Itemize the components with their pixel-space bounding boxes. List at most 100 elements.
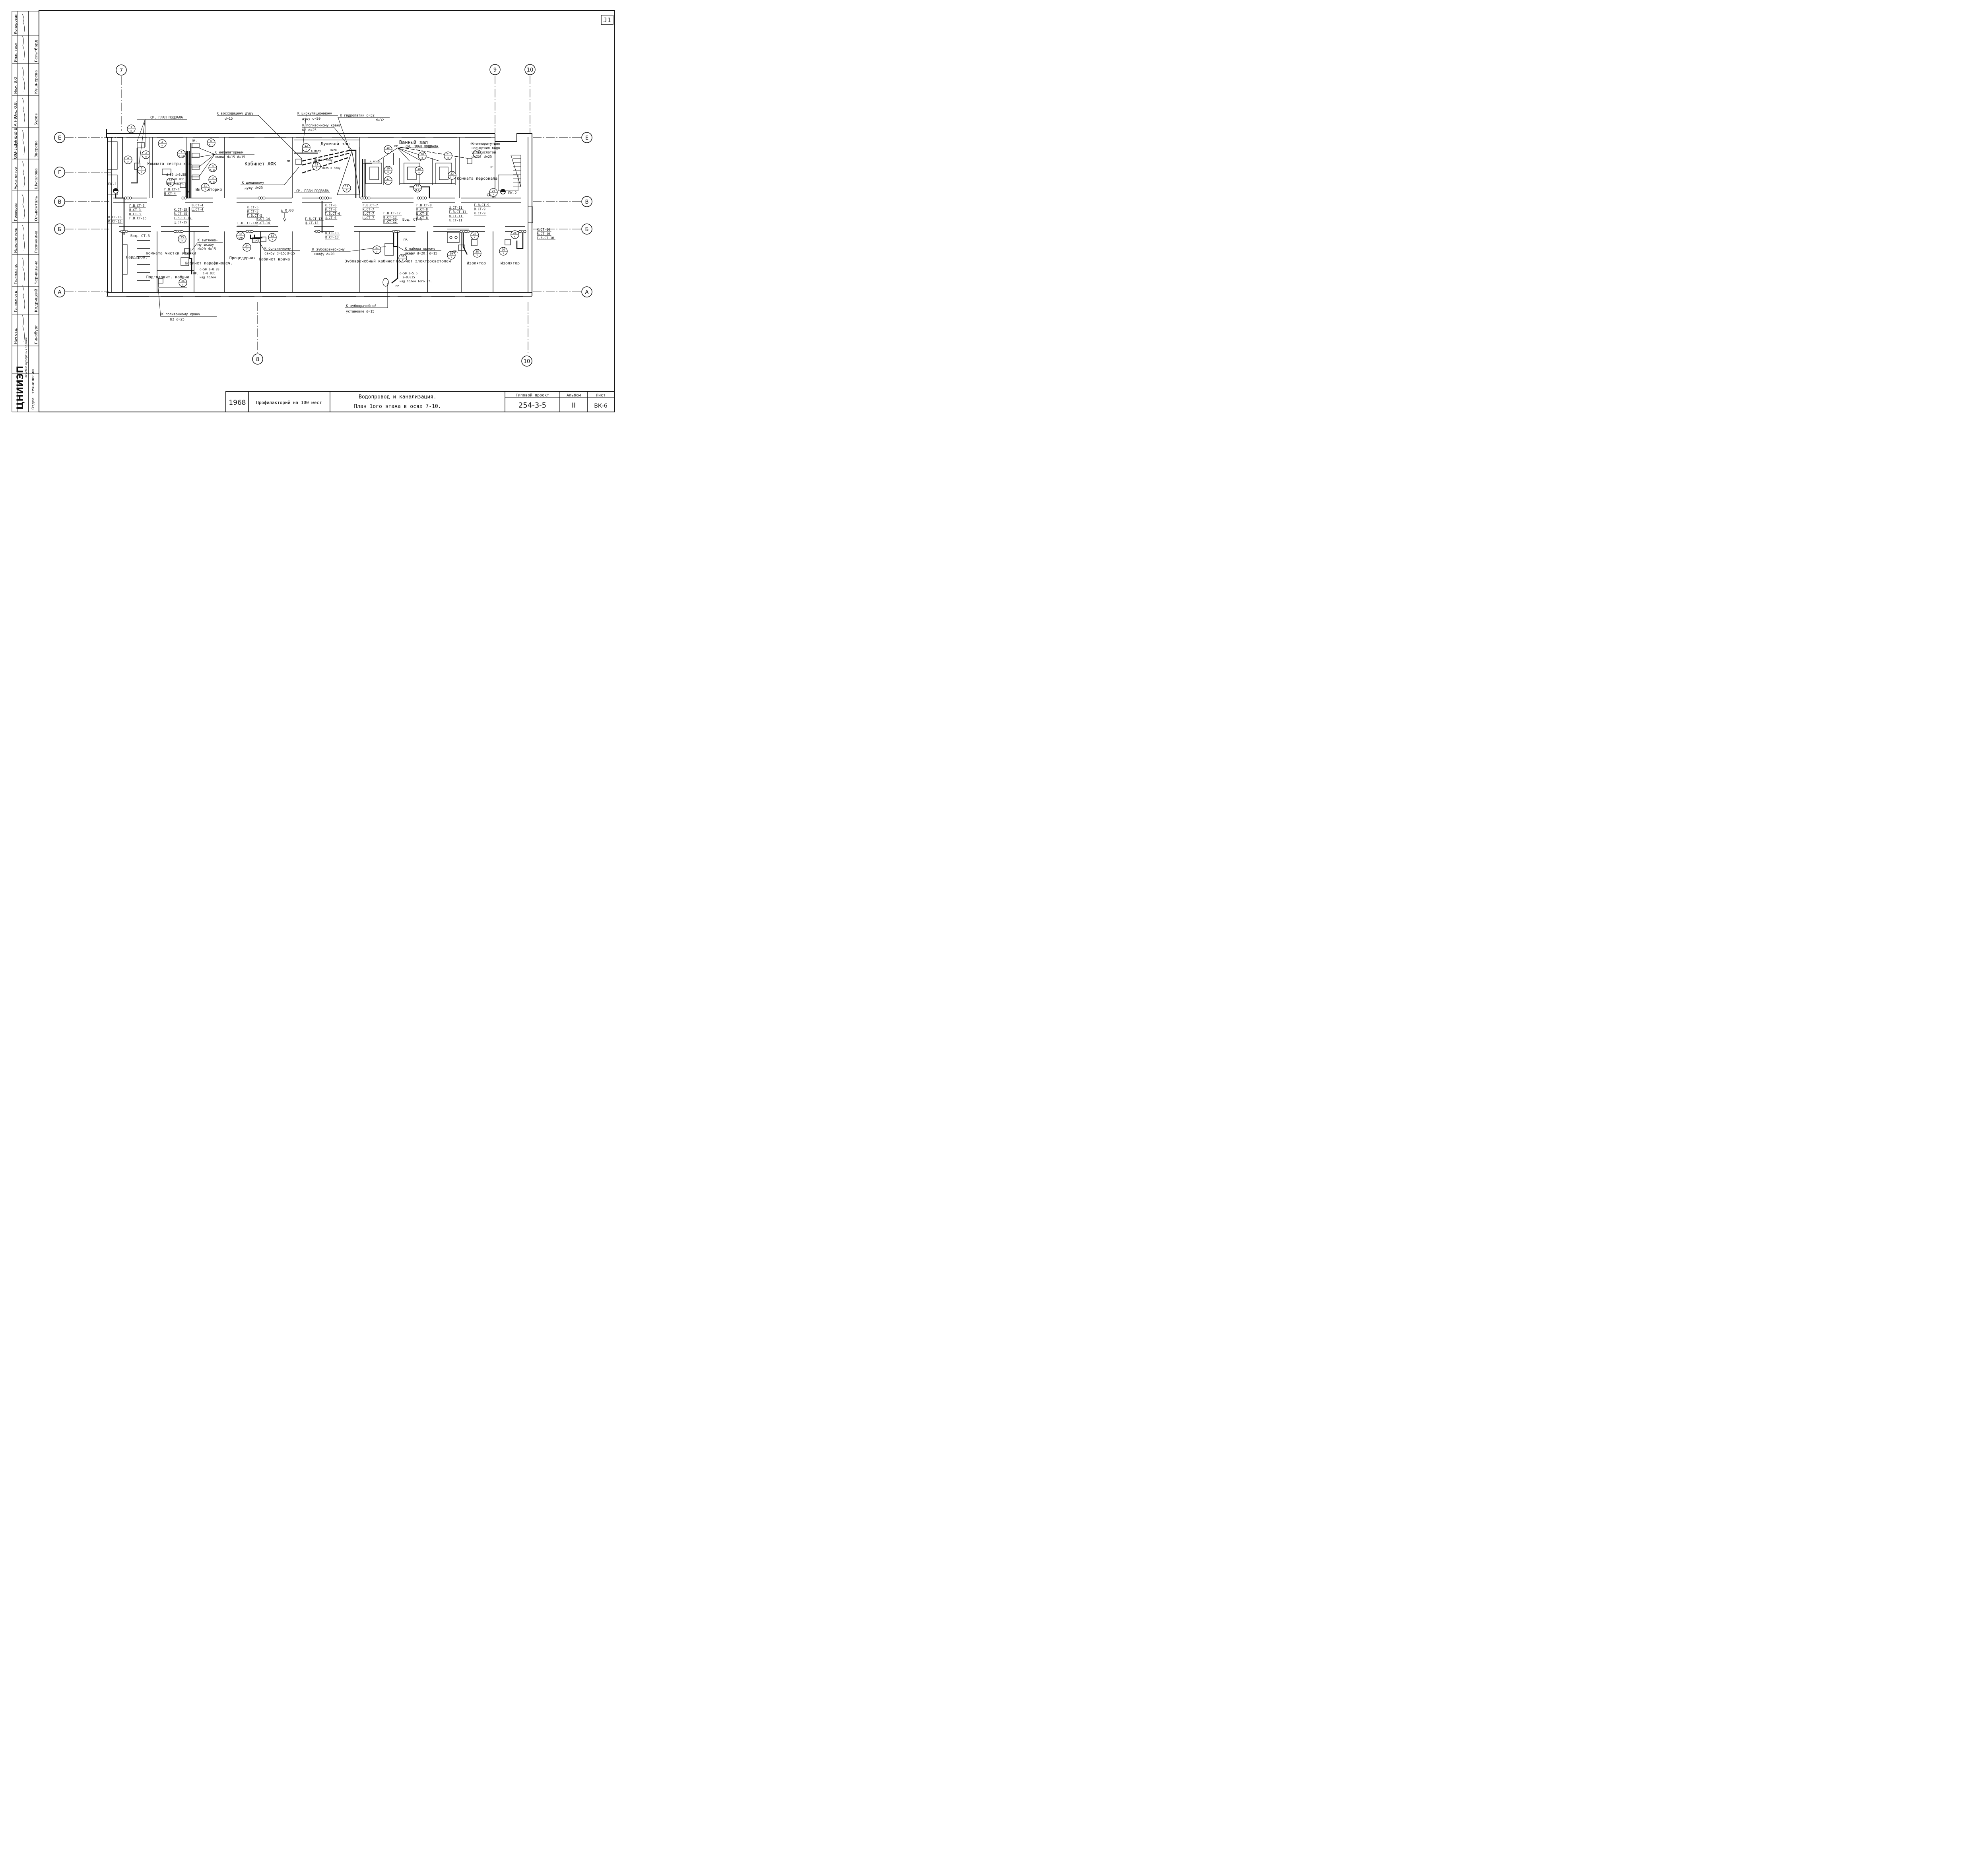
axis-bubble-10-bottom — [521, 355, 532, 367]
riser-label: Ц.СТ-8 — [416, 212, 428, 216]
fixture-marker: 22В.С — [448, 171, 456, 180]
grid-axes — [65, 76, 582, 355]
riser-label: Г.В.СТ-6 — [325, 212, 340, 216]
fixture-number: 33 — [239, 233, 242, 236]
fixture-type: К-П — [209, 144, 213, 146]
riser-label: В.СТ-13 — [325, 236, 339, 239]
room-bath-hall: Ванный зал — [399, 140, 428, 145]
axis-label-G-left: Г — [58, 170, 61, 176]
fixture-number: 21 — [447, 153, 450, 156]
fixture-type: К — [514, 236, 516, 238]
axis-label-A-left: А — [58, 289, 62, 295]
stamp-name-10: Гельтбард — [34, 40, 39, 62]
stamp-role-7: Конструктор — [14, 133, 18, 157]
note-see-basement-3: СМ. ПЛАН ПОДВАЛА — [406, 145, 438, 149]
fixture-marker: 15Т — [384, 145, 392, 154]
fixture-number: 31 — [375, 247, 379, 250]
sheet-id-box — [601, 15, 613, 25]
fixture-number: 7 — [181, 151, 182, 154]
room-doctor: Кабинет врача — [259, 257, 290, 262]
drawing-title-2: План 1ого этажа в осях 7-10. — [354, 404, 441, 410]
note-dental-unit-d: установке d=15 — [346, 310, 375, 314]
pr-mark-7: ПР. — [254, 239, 259, 243]
stamp-role-5: Проверил — [14, 203, 18, 221]
fixture-marker: 17В.С — [384, 176, 392, 185]
fixture-type: У — [272, 239, 273, 241]
fixture-number: 25 — [513, 231, 516, 235]
riser-label: Г.В.СТ-9 — [474, 203, 489, 207]
sheet-number: ВК-6 — [594, 403, 608, 409]
fixture-number: 36 — [181, 280, 184, 283]
riser-label: В.СТ-14 — [256, 217, 270, 221]
fixture-marker: 14Т — [342, 184, 351, 192]
axis-label-V-left: В — [58, 199, 62, 205]
riser-label: Г.В.СТ-10 — [537, 236, 554, 240]
fixture-marker: 9К-11 — [208, 175, 217, 184]
fixture-type: К-11 — [179, 155, 184, 157]
fixture-marker: 5У — [137, 166, 146, 175]
riser-label: Г.В.СТ-7 — [363, 204, 378, 207]
stamp-name-6: Шусалова — [34, 168, 39, 189]
pr-mark-5: ПР. — [394, 145, 400, 148]
fixture-marker: 32У — [268, 233, 277, 242]
axis-bubble-8 — [252, 354, 263, 365]
fixture-type: В.С — [450, 177, 454, 179]
note-paraffin-floor: над полом — [200, 276, 216, 279]
note-paraffin-i: i=0.035 — [203, 272, 215, 275]
axis-label-7: 7 — [120, 68, 123, 74]
fixture-marker: 28У — [473, 249, 481, 258]
riser-label: В.СТ-5 — [247, 210, 258, 214]
axis-bubble-B-right — [581, 223, 592, 235]
axis-bubble-7 — [116, 64, 127, 76]
fixture-type: У — [450, 256, 452, 259]
riser-label: К.СТ-7 — [363, 208, 374, 212]
note-dental-d: d=50 i=5.5 — [400, 272, 417, 275]
fixture-type: У — [181, 240, 183, 243]
fixture-type: В — [447, 157, 449, 159]
note-in-floor-2: в полу — [370, 160, 380, 163]
fixture-number: 9 — [212, 177, 214, 180]
note-hose-tap-3: К поливочному крану — [161, 313, 200, 317]
axis-bubble-E-right — [581, 132, 592, 143]
fixture-number: 4 — [127, 157, 129, 160]
riser-label: Г.В.СТ-12 — [383, 212, 401, 215]
drawing-sheet: J1 С О Г Л А С О В А Н О Нач отд. Гл.инж… — [12, 10, 615, 412]
riser-label: К.СТ-16 — [108, 220, 122, 223]
fixture-type: К-11 — [210, 181, 215, 183]
axis-label-10-bottom: 10 — [524, 359, 530, 365]
riser-label: К.СТ-5 — [247, 206, 258, 209]
room-paraffin: Кабинет парафинолеч. — [185, 261, 233, 266]
note-d25-floor: d=25 в полу — [322, 167, 340, 170]
note-hose-tap-2-d: №2 d=25 — [302, 128, 316, 132]
fixture-type: В — [418, 172, 420, 174]
note-lab-d: шкафу d=20; d=15 — [405, 252, 437, 256]
fixture-marker: 31У — [373, 245, 381, 254]
fixture-marker: 20В — [418, 152, 427, 160]
riser-stacks — [120, 193, 526, 233]
note-nurse-i: i=0.035 — [172, 177, 184, 181]
stamp-role-1: Нач отд. — [14, 328, 18, 344]
note-exhaust: К вытяжно- — [198, 239, 218, 243]
axis-bubble-B-left — [54, 223, 65, 235]
note-hydropathy: К гидропатии d=32 — [340, 114, 375, 118]
axis-label-E-left: Е — [58, 135, 61, 141]
fixture-number: 11 — [204, 184, 207, 187]
fixture-type: В.С — [386, 182, 390, 184]
note-paraffin-d: d=50 i=0.20 — [200, 268, 219, 271]
axis-bubble-A-right — [581, 286, 592, 297]
riser-label: В.СТ-8 — [416, 216, 428, 220]
fixture-marker: 23Т — [473, 150, 481, 158]
building-walls — [106, 129, 533, 297]
note-see-basement-2: СМ. ПЛАН ПОДВАЛА — [296, 189, 329, 193]
riser-label: К.СТ-10 — [537, 228, 550, 231]
fixture-marker: 29У — [447, 251, 456, 260]
stamp-org-sub: лечебно-курортных зданий — [25, 337, 28, 378]
note-circ-shower: К циркуляционному — [297, 112, 332, 116]
riser-label: Ц.СТ-4 — [192, 208, 203, 212]
stamp-role-6: Архитектор — [14, 167, 18, 189]
fixture-type: У — [127, 161, 129, 163]
fixture-number: 20 — [421, 153, 424, 156]
stamp-role-3: Гл.инж.пр. — [14, 264, 18, 284]
title-block: 1968 Профилакторий на 100 мест Водопрово… — [225, 391, 615, 412]
